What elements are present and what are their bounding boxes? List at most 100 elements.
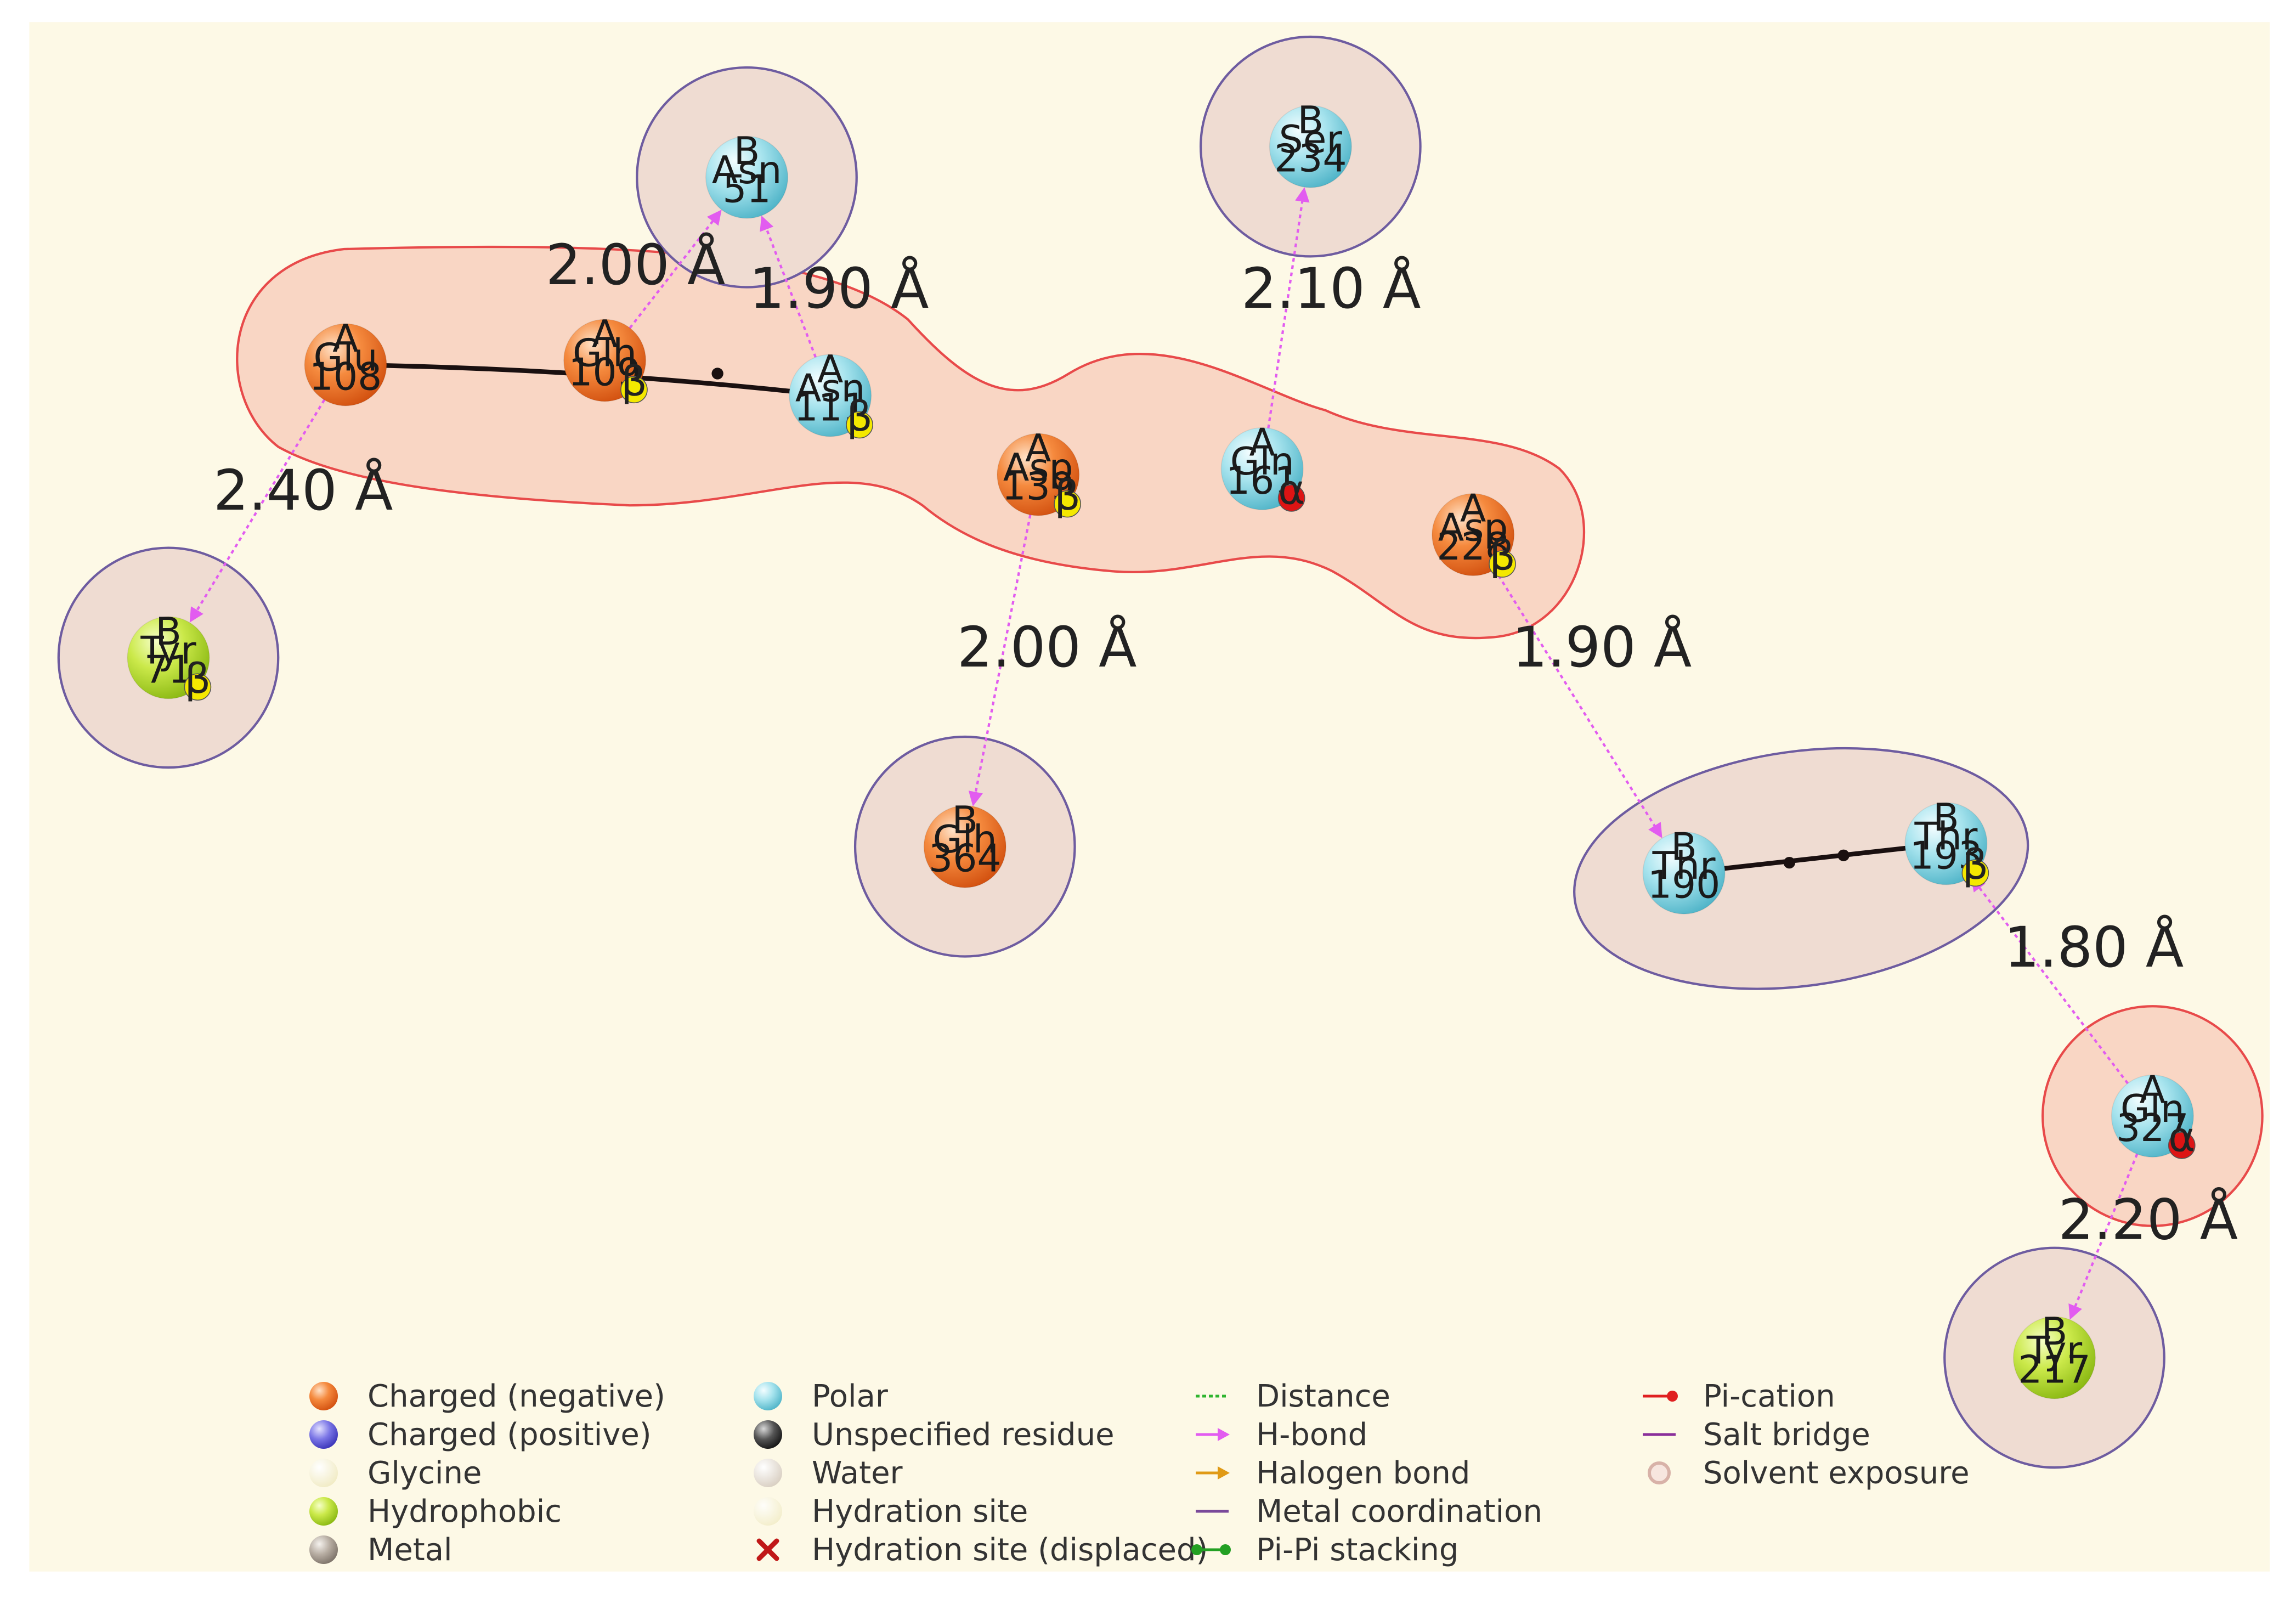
residue-name-label: Tyr [140, 629, 196, 673]
legend-item-water-sphere: Water [754, 1455, 903, 1491]
legend-label: Hydrophobic [367, 1494, 562, 1529]
legend-label: Glycine [367, 1455, 482, 1491]
badge-label: β [1054, 472, 1081, 520]
residue-num-label: 217 [2018, 1348, 2090, 1392]
hbond-line-gln327-thr193 [1971, 876, 2129, 1085]
water-sphere-icon [754, 1459, 782, 1487]
badge-label: β [846, 393, 873, 441]
badge-label: α [1278, 466, 1305, 514]
residue-name-label: Gln [2120, 1087, 2185, 1131]
pi-cation-line-icon [1643, 1391, 1678, 1402]
residue-chain-label: B [155, 610, 182, 654]
badge-label: β [621, 358, 647, 405]
beta-strand-badge-icon [184, 673, 212, 701]
residue-num-label: 108 [309, 355, 382, 399]
polar-sphere [705, 135, 789, 219]
residue-chain-label: B [2041, 1310, 2068, 1354]
unspecified-residue-sphere-icon [754, 1420, 782, 1449]
pi-stacking-node [711, 368, 723, 380]
legend-label: Metal coordination [1256, 1494, 1542, 1529]
salt-bridge-region-thr [1573, 747, 2029, 990]
hbond-line-gln327-tyr217 [2068, 1153, 2139, 1320]
legend-item-distance-line: Distance [1196, 1379, 1390, 1414]
legend-item-glycine-sphere: Glycine [309, 1455, 482, 1491]
glycine-sphere-icon [309, 1459, 338, 1487]
hbond-distance-label: 1.90 Å [1512, 614, 1692, 680]
pi-pi-stacking-line-icon [1191, 1544, 1231, 1555]
charged-negative-sphere [923, 805, 1006, 888]
polar-sphere [1642, 831, 1726, 914]
residue-name-label: Glh [933, 818, 997, 862]
hydration-site-icon [754, 1497, 782, 1526]
legend-label: Water [812, 1455, 903, 1491]
legend-item-solvent-exposure: Solvent exposure [1648, 1455, 1970, 1491]
halogen-bond-arrow-icon [1196, 1466, 1230, 1480]
legend-item-hydration-site: Hydration site [754, 1494, 1028, 1529]
badge-label: β [1489, 532, 1515, 580]
residue-chain-label: B [952, 799, 978, 843]
legend-label: Solvent exposure [1703, 1455, 1970, 1491]
residue-chain-label: B [1671, 825, 1697, 869]
hbond-line-glh109-asn51 [629, 210, 722, 329]
residue-chain-label: A [1249, 421, 1275, 465]
residue-name-label: Gln [1230, 440, 1294, 484]
legend-label: Charged (positive) [367, 1417, 652, 1453]
residue-name-label: Asn [712, 149, 782, 193]
beta-strand-badge-icon [1961, 859, 1989, 887]
legend-item-hbond-arrow: H-bond [1196, 1417, 1367, 1453]
legend-label: Unspecified residue [812, 1417, 1115, 1453]
legend-label: Hydration site [812, 1494, 1028, 1529]
hbond-line-glu108-tyr71 [189, 399, 326, 623]
residue-name-label: Thr [1652, 844, 1716, 888]
legend-label: Metal [367, 1532, 453, 1568]
beta-strand-badge-icon [1054, 490, 1081, 518]
residue-chain-label: A [332, 317, 358, 361]
hydrophobic-sphere [2012, 1316, 2096, 1399]
legend-item-salt-bridge-line: Salt bridge [1643, 1417, 1870, 1453]
beta-strand-badge-icon [846, 411, 873, 439]
legend-item-metal-coordination-line: Metal coordination [1196, 1494, 1542, 1529]
legend-item-charged-negative-sphere: Charged (negative) [309, 1379, 665, 1414]
hbond-distance-label: 2.10 Å [1241, 256, 1421, 321]
residue-num-label: 190 [1648, 863, 1720, 907]
alpha-helix-badge-icon [1277, 484, 1305, 512]
legend-label: Salt bridge [1703, 1417, 1870, 1453]
polar-sphere-icon [754, 1382, 782, 1410]
legend-item-pi-cation-line: Pi-cation [1643, 1379, 1835, 1414]
legend-item-hydrophobic-sphere: Hydrophobic [309, 1494, 562, 1529]
legend-label: Charged (negative) [367, 1379, 665, 1414]
residue-num-label: 364 [929, 837, 1001, 881]
residue-name-label: Glu [314, 336, 378, 380]
metal-sphere-icon [309, 1535, 338, 1564]
legend-item-polar-sphere: Polar [754, 1379, 889, 1414]
badge-label: α [2168, 1114, 2195, 1161]
alpha-helix-badge-icon [2168, 1132, 2196, 1159]
residue-name-label: Thr [1914, 815, 1977, 859]
pi-stacking-node [1837, 849, 1850, 861]
residue-num-label: 234 [1274, 137, 1347, 181]
legend-label: Pi-cation [1703, 1379, 1835, 1414]
legend-label: Halogen bond [1256, 1455, 1470, 1491]
residue-chain-label: A [1025, 427, 1051, 471]
legend-label: Pi-Pi stacking [1256, 1532, 1458, 1568]
badge-label: β [185, 655, 211, 703]
residue-chain-label: A [592, 313, 618, 357]
legend-label: Distance [1256, 1379, 1390, 1414]
